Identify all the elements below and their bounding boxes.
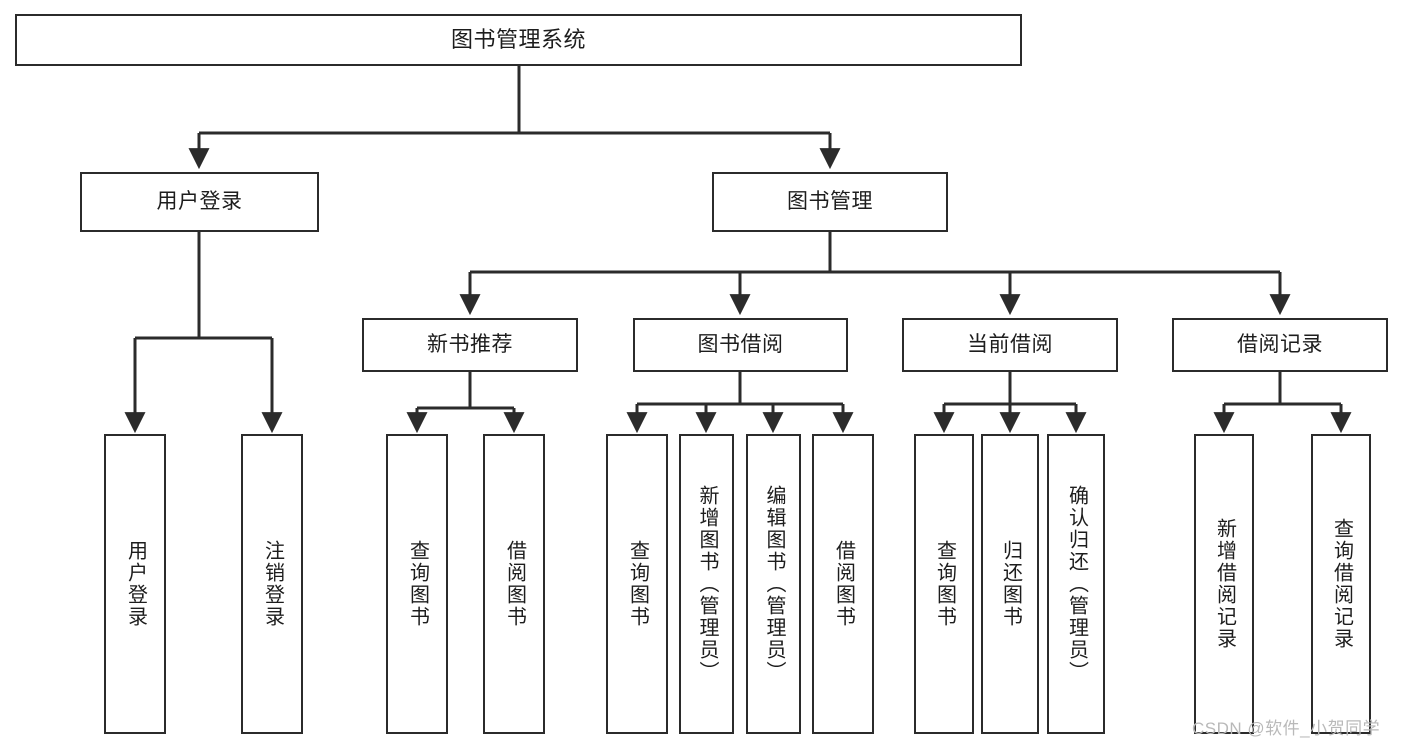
node-user-login[interactable]: 用户登录 <box>80 172 319 232</box>
leaf-recommend-borrow-book[interactable]: 借阅图书 <box>483 434 545 734</box>
node-label: 新增图书（管理员） <box>696 485 718 683</box>
node-book-borrow[interactable]: 图书借阅 <box>633 318 848 372</box>
node-label: 借阅记录 <box>1237 332 1323 356</box>
node-root-system[interactable]: 图书管理系统 <box>15 14 1022 66</box>
leaf-recommend-query-book[interactable]: 查询图书 <box>386 434 448 734</box>
leaf-user-login-logout[interactable]: 注销登录 <box>241 434 303 734</box>
node-current-borrow[interactable]: 当前借阅 <box>902 318 1118 372</box>
node-label: 新书推荐 <box>427 332 513 356</box>
leaf-record-query-record[interactable]: 查询借阅记录 <box>1311 434 1371 734</box>
node-label: 归还图书 <box>999 540 1022 628</box>
node-label: 编辑图书（管理员） <box>763 485 785 683</box>
node-label: 查询借阅记录 <box>1330 518 1353 650</box>
node-label: 用户登录 <box>156 189 243 213</box>
csdn-watermark: CSDN @软件_小贺同学 <box>1192 719 1381 738</box>
node-label: 查询图书 <box>626 540 649 628</box>
node-label: 用户登录 <box>124 540 147 628</box>
leaf-borrow-borrow-book[interactable]: 借阅图书 <box>812 434 874 734</box>
node-label: 图书管理 <box>787 189 873 213</box>
node-book-management[interactable]: 图书管理 <box>712 172 948 232</box>
node-label: 确认归还（管理员） <box>1065 485 1088 683</box>
node-label: 新增借阅记录 <box>1213 518 1236 650</box>
node-label: 图书管理系统 <box>450 27 586 53</box>
node-borrow-record[interactable]: 借阅记录 <box>1172 318 1388 372</box>
node-label: 借阅图书 <box>503 540 526 628</box>
node-label: 查询图书 <box>406 540 429 628</box>
leaf-borrow-edit-book-admin[interactable]: 编辑图书（管理员） <box>746 434 801 734</box>
leaf-borrow-query-book[interactable]: 查询图书 <box>606 434 668 734</box>
node-label: 查询图书 <box>933 540 956 628</box>
leaf-current-query-book[interactable]: 查询图书 <box>914 434 974 734</box>
leaf-current-return-book[interactable]: 归还图书 <box>981 434 1039 734</box>
leaf-current-confirm-return-admin[interactable]: 确认归还（管理员） <box>1047 434 1105 734</box>
node-label: 注销登录 <box>261 540 284 628</box>
node-label: 图书借阅 <box>697 332 784 356</box>
node-label: 当前借阅 <box>967 332 1053 356</box>
node-new-book-recommend[interactable]: 新书推荐 <box>362 318 578 372</box>
node-label: 借阅图书 <box>832 540 855 628</box>
leaf-record-add-record[interactable]: 新增借阅记录 <box>1194 434 1254 734</box>
leaf-user-login-login[interactable]: 用户登录 <box>104 434 166 734</box>
leaf-borrow-add-book-admin[interactable]: 新增图书（管理员） <box>679 434 734 734</box>
